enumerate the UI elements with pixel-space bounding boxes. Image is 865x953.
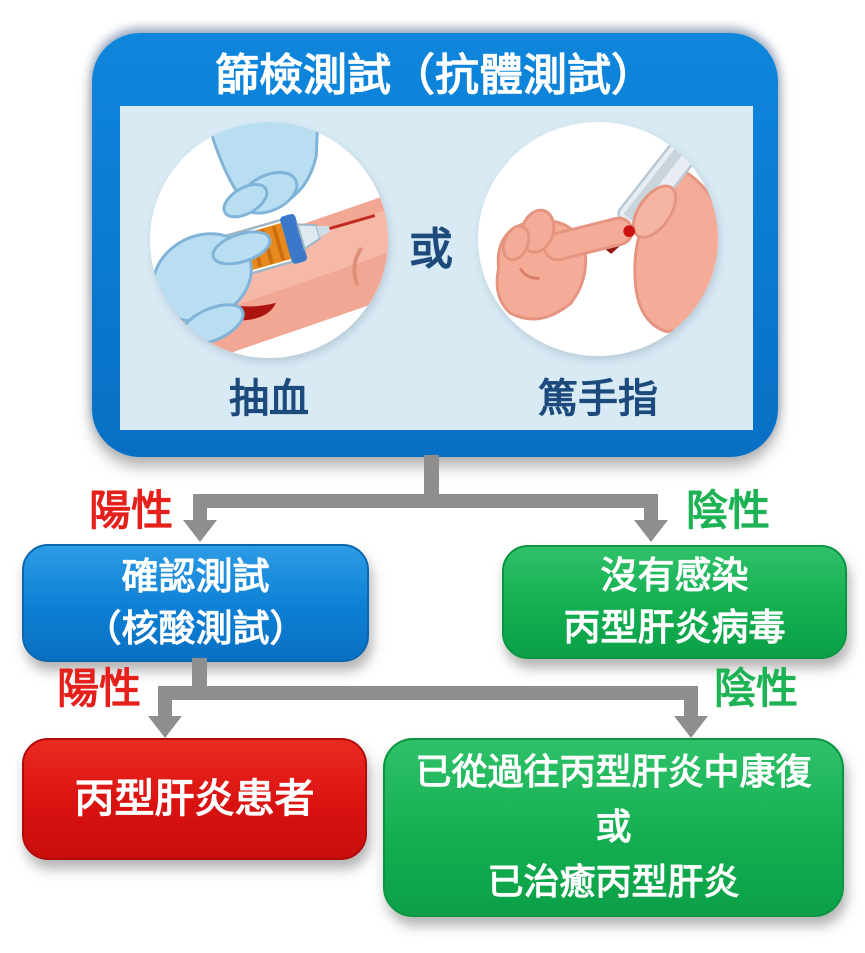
recovered-line3: 已治癒丙型肝炎 bbox=[487, 862, 740, 903]
not-infected-line2: 丙型肝炎病毒 bbox=[563, 606, 786, 649]
connector-drop-right bbox=[684, 700, 698, 716]
connector-stem bbox=[424, 455, 439, 497]
recovered-line2: 或 bbox=[595, 807, 632, 848]
recovered-box: 已從過往丙型肝炎中康復 或 已治癒丙型肝炎 bbox=[383, 738, 844, 917]
patient-line1: 丙型肝炎患者 bbox=[74, 776, 315, 822]
elbow-crease bbox=[352, 246, 364, 286]
confirm-test-line1: 確認測試 bbox=[121, 555, 270, 598]
connector-drop-left bbox=[193, 508, 207, 522]
positive-label-screening: 陽性 bbox=[88, 486, 173, 535]
finger-prick-circle bbox=[478, 122, 718, 356]
connector-bar bbox=[158, 686, 698, 700]
screening-title: 篩檢測試（抗體測試） bbox=[215, 50, 655, 101]
palm-crease bbox=[518, 267, 540, 280]
not-infected-line1: 沒有感染 bbox=[600, 554, 749, 597]
positive-label-confirmation: 陽性 bbox=[56, 664, 141, 713]
arrow-down-icon bbox=[183, 520, 217, 542]
glove-upper bbox=[206, 122, 320, 219]
connector-drop-right bbox=[644, 508, 658, 522]
arrow-down-icon bbox=[674, 716, 708, 738]
blood-draw-circle bbox=[150, 122, 388, 358]
patient-box: 丙型肝炎患者 bbox=[22, 738, 367, 860]
hand-left bbox=[495, 208, 634, 321]
arrow-down-icon bbox=[148, 716, 182, 738]
not-infected-box: 沒有感染 丙型肝炎病毒 bbox=[502, 545, 847, 659]
negative-label-confirmation: 陰性 bbox=[713, 664, 798, 713]
method-label-blood-draw: 抽血 bbox=[229, 376, 309, 422]
recovered-line1: 已從過往丙型肝炎中康復 bbox=[415, 752, 812, 793]
connector-drop-left bbox=[158, 700, 172, 716]
blood-drop bbox=[623, 225, 636, 238]
or-label: 或 bbox=[409, 224, 453, 275]
arrow-down-icon bbox=[634, 520, 668, 542]
thumb-shape bbox=[631, 184, 678, 239]
blood-draw-illustration bbox=[150, 122, 388, 358]
confirm-test-box: 確認測試 （核酸測試） bbox=[22, 544, 369, 662]
confirm-test-line2: （核酸測試） bbox=[84, 607, 307, 650]
connector-stem bbox=[192, 658, 207, 692]
negative-label-screening: 陰性 bbox=[685, 486, 770, 535]
connector-bar bbox=[193, 494, 658, 508]
method-label-finger-prick: 篤手指 bbox=[538, 376, 658, 422]
finger-prick-illustration bbox=[495, 122, 718, 334]
